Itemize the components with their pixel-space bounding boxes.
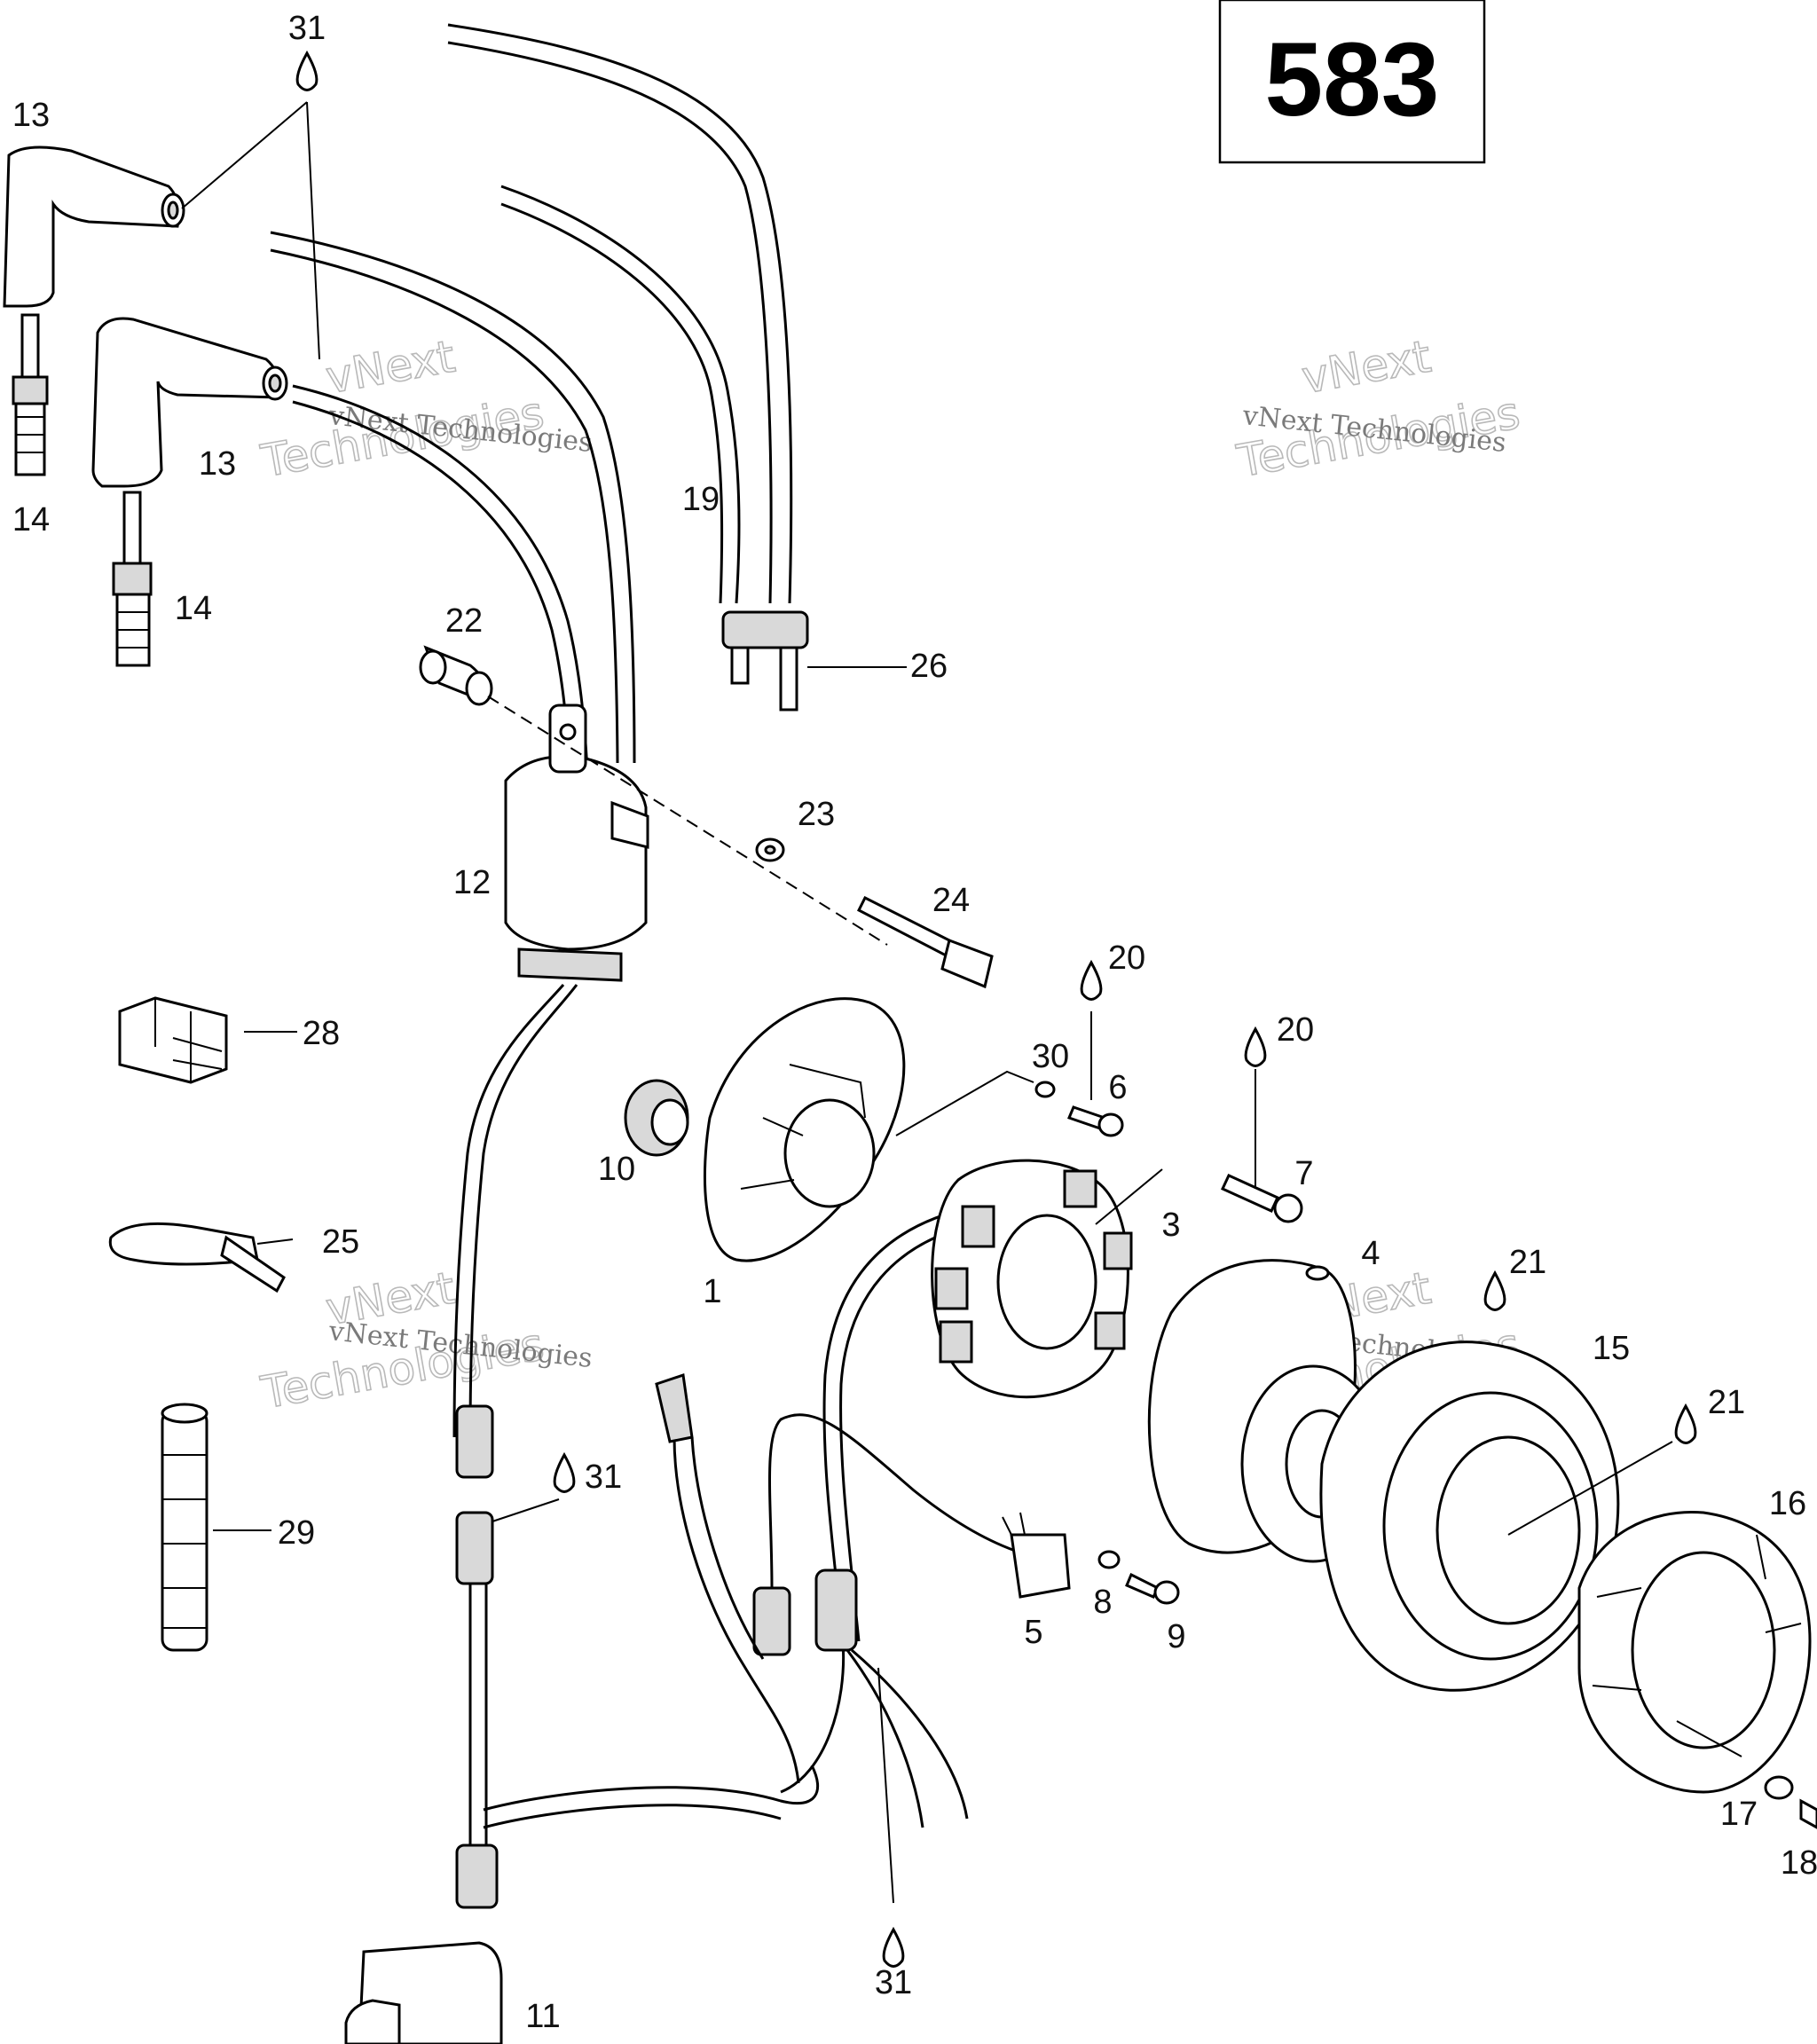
base-plate-1 (703, 997, 906, 1262)
callout-26: 26 (910, 648, 948, 685)
callout-19: 19 (682, 481, 720, 518)
watermark-line1: vNext (1298, 331, 1435, 404)
trigger-coil-5 (1002, 1512, 1071, 1599)
drop-icon-20-b (1244, 1026, 1267, 1067)
callout-25: 25 (322, 1223, 359, 1261)
callout-10: 10 (598, 1151, 635, 1188)
wire-clip-26 (721, 610, 809, 711)
callout-14: 14 (175, 590, 212, 627)
watermark-line1: vNext (322, 331, 459, 404)
callout-24: 24 (932, 882, 970, 919)
spacer-22 (419, 645, 493, 706)
callout-31: 31 (288, 10, 326, 47)
drop-icon-21-b (1674, 1403, 1697, 1444)
callout-17: 17 (1720, 1796, 1758, 1833)
callout-31: 31 (585, 1458, 622, 1496)
stator-harness (655, 1205, 1021, 1828)
callout-7: 7 (1294, 1155, 1313, 1192)
callout-3: 3 (1161, 1207, 1180, 1244)
callout-11: 11 (525, 1998, 560, 2035)
ignition-coil-12 (504, 704, 649, 982)
callout-6: 6 (1108, 1069, 1127, 1106)
drop-icon-31-top (295, 50, 319, 91)
screw-6 (1067, 1105, 1124, 1137)
leader-lines (181, 101, 1742, 1904)
callout-5: 5 (1024, 1614, 1042, 1651)
callout-22: 22 (445, 602, 483, 640)
spark-plug-cap-13b (91, 317, 288, 488)
spark-plug-cap-13a (3, 145, 185, 308)
spark-plug-14a (12, 313, 49, 476)
callout-20: 20 (1277, 1011, 1314, 1049)
screw-9 (1125, 1572, 1180, 1605)
bolt-24 (856, 895, 994, 989)
spark-plug-14b (112, 491, 153, 667)
drop-icon-31-bottom (882, 1926, 905, 1968)
cable-tie-25 (108, 1222, 286, 1293)
mounting-axis-12 (487, 696, 888, 946)
sleeve-29 (161, 1403, 208, 1652)
callout-9: 9 (1167, 1618, 1185, 1655)
callout-15: 15 (1593, 1330, 1630, 1367)
callout-23: 23 (798, 796, 835, 833)
wiring-harness (452, 984, 820, 1854)
stator-3 (931, 1159, 1133, 1399)
callout-13: 13 (12, 97, 50, 134)
callout-30: 30 (1032, 1038, 1069, 1075)
drop-icon-21-a (1483, 1270, 1506, 1311)
callout-4: 4 (1361, 1235, 1380, 1272)
starter-cup-16 (1577, 1510, 1812, 1794)
callout-14: 14 (12, 501, 50, 539)
watermark-1: vNext Technologies (256, 330, 548, 488)
drop-icon-31-mid (553, 1451, 576, 1493)
screw-18 (1799, 1798, 1817, 1829)
connector-housing-28 (118, 996, 228, 1084)
callout-18: 18 (1781, 1844, 1817, 1882)
bolt-7 (1221, 1174, 1303, 1223)
callout-20: 20 (1108, 939, 1145, 977)
callout-31: 31 (875, 1964, 912, 2001)
grommet-10 (624, 1079, 689, 1157)
callout-28: 28 (303, 1015, 340, 1052)
callout-21: 21 (1708, 1384, 1745, 1421)
callout-21: 21 (1509, 1244, 1546, 1281)
leader-30-plate (895, 1070, 1034, 1136)
callout-29: 29 (278, 1514, 315, 1552)
page-number-box: 583 (1218, 0, 1486, 164)
callout-13: 13 (199, 445, 236, 483)
page-number: 583 (1265, 21, 1440, 138)
washer-23 (755, 837, 785, 862)
washer-17 (1764, 1775, 1794, 1800)
callout-8: 8 (1093, 1584, 1112, 1621)
callout-labels: 31 13 13 14 14 19 22 26 12 23 24 28 20 2… (12, 10, 1817, 2035)
voltage-regulator-11 (344, 1844, 503, 2044)
flywheel-15 (1319, 1340, 1620, 1692)
callout-12: 12 (453, 864, 491, 901)
drop-icon-20-a (1080, 959, 1103, 1001)
washer-8 (1097, 1550, 1121, 1569)
callout-16: 16 (1769, 1485, 1806, 1522)
callout-1: 1 (703, 1273, 721, 1310)
washer-30 (1034, 1081, 1056, 1098)
